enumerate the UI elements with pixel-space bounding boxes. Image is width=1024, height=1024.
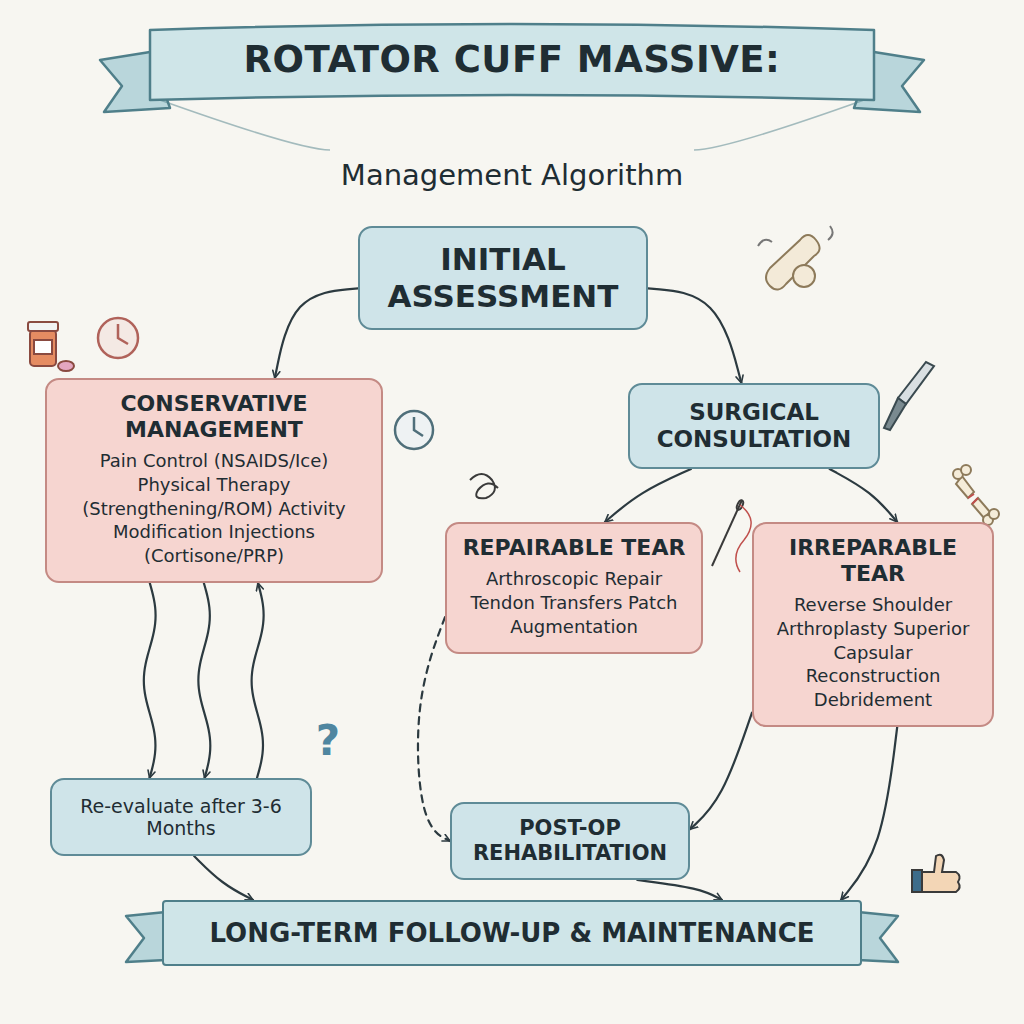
title-text: ROTATOR CUFF MASSIVE:: [0, 38, 1024, 81]
flow-arrow: [841, 727, 897, 900]
node-heading: CONSERVATIVE MANAGEMENT: [61, 391, 367, 443]
node-heading: REPAIRABLE TEAR: [459, 535, 689, 561]
flow-arrow: [637, 880, 722, 900]
node-heading: SURGICAL CONSULTATION: [640, 399, 868, 453]
dashed-arrow: [418, 617, 450, 841]
process-box: POST-OP REHABILITATION: [450, 802, 690, 880]
flow-arrow: [690, 713, 752, 830]
pill-bottle-icon: [28, 322, 74, 371]
flow-arrow: [605, 469, 691, 522]
thumbs-up-icon: [912, 855, 960, 892]
start-box: INITIAL ASSESSMENT: [358, 226, 648, 330]
process-box: Re-evaluate after 3-6 Months: [50, 778, 312, 856]
node-body: Reverse Shoulder Arthroplasty Superior C…: [766, 593, 980, 712]
node-body: Pain Control (NSAIDS/Ice) Physical Thera…: [61, 449, 367, 568]
flow-arrow: [830, 469, 898, 522]
needle-icon: [712, 499, 751, 572]
flow-arrow: [648, 288, 741, 383]
bone-icon: [953, 465, 999, 525]
banner-box: LONG-TERM FOLLOW-UP & MAINTENANCE: [162, 900, 862, 966]
node-heading: INITIAL ASSESSMENT: [372, 241, 634, 314]
flow-arrow: [194, 856, 253, 900]
flow-arrow: [252, 583, 264, 778]
flow-arrow: [275, 288, 358, 378]
process-box: IRREPARABLE TEAR Reverse Shoulder Arthrop…: [752, 522, 994, 727]
flow-arrow: [144, 583, 156, 778]
node-heading: Re-evaluate after 3-6 Months: [64, 795, 298, 839]
scalpel-icon: [884, 362, 934, 430]
process-box: CONSERVATIVE MANAGEMENT Pain Control (NSA…: [45, 378, 383, 583]
node-heading: IRREPARABLE TEAR: [766, 535, 980, 587]
process-box: SURGICAL CONSULTATION: [628, 383, 880, 469]
subtitle-text: Management Algorithm: [212, 158, 812, 192]
clock-icon: [395, 411, 433, 449]
node-heading: POST-OP REHABILITATION: [462, 816, 678, 866]
flow-arrow: [198, 583, 210, 778]
joint-icon: [758, 226, 833, 290]
process-box: REPAIRABLE TEAR Arthroscopic Repair Tendo…: [445, 522, 703, 654]
question-mark: ?: [306, 716, 350, 765]
node-heading: LONG-TERM FOLLOW-UP & MAINTENANCE: [174, 918, 850, 949]
node-body: Arthroscopic Repair Tendon Transfers Pat…: [459, 567, 689, 638]
clock-icon: [98, 318, 138, 358]
thread-icon: [470, 474, 498, 498]
